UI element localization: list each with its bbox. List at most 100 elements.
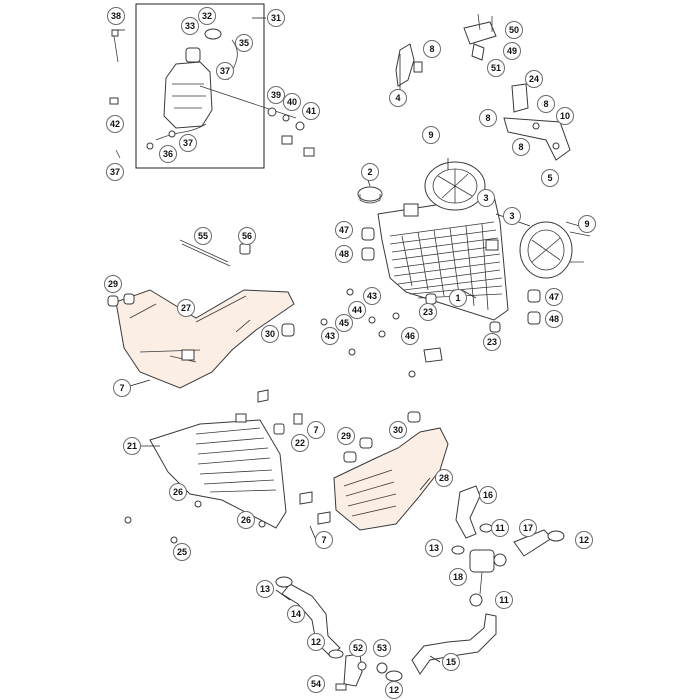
callout-21: 21 — [123, 437, 141, 455]
callout-13: 13 — [425, 539, 443, 557]
callout-label: 52 — [353, 643, 363, 653]
callout-46: 46 — [401, 327, 419, 345]
callout-circle — [283, 93, 301, 111]
callout-43: 43 — [321, 327, 339, 345]
inset-bolts — [109, 29, 121, 159]
callout-label: 25 — [177, 547, 187, 557]
callout-18: 18 — [449, 568, 467, 586]
radiator-cap — [357, 186, 383, 204]
callout-54: 54 — [307, 675, 325, 693]
callout-circle — [575, 531, 593, 549]
callout-label: 50 — [509, 25, 519, 35]
callout-circle — [491, 519, 509, 537]
callout-label: 23 — [423, 307, 433, 317]
mounting-bolt-set — [199, 85, 315, 157]
callout-label: 2 — [367, 167, 372, 177]
callout-8: 8 — [537, 95, 555, 113]
cable-tie-and-clip — [179, 239, 251, 267]
callout-label: 51 — [491, 63, 501, 73]
callout-circle — [106, 115, 124, 133]
callout-37: 37 — [106, 163, 124, 181]
callout-circle — [348, 301, 366, 319]
callout-circle — [423, 40, 441, 58]
callout-11: 11 — [491, 519, 509, 537]
radiator-small-parts — [320, 227, 541, 378]
callout-26: 26 — [169, 483, 187, 501]
callout-31: 31 — [267, 9, 285, 27]
callout-42: 42 — [106, 115, 124, 133]
callout-label: 17 — [523, 523, 533, 533]
callout-label: 46 — [405, 331, 415, 341]
callout-label: 47 — [339, 225, 349, 235]
callout-circle — [307, 675, 325, 693]
callout-circle — [238, 227, 256, 245]
callout-label: 15 — [446, 657, 456, 667]
callout-circle — [578, 215, 596, 233]
callout-47: 47 — [335, 221, 353, 239]
callout-22: 22 — [291, 434, 309, 452]
callout-32: 32 — [198, 7, 216, 25]
spoiler-left — [107, 289, 295, 389]
callout-8: 8 — [423, 40, 441, 58]
callout-circle — [363, 287, 381, 305]
callout-9: 9 — [578, 215, 596, 233]
callout-30: 30 — [389, 421, 407, 439]
callout-3: 3 — [477, 189, 495, 207]
callout-label: 23 — [487, 337, 497, 347]
callout-circle — [545, 288, 563, 306]
callout-label: 14 — [291, 609, 301, 619]
callout-15: 15 — [442, 653, 460, 671]
callout-28: 28 — [435, 469, 453, 487]
callout-circle — [487, 59, 505, 77]
callout-circle — [256, 580, 274, 598]
callout-38: 38 — [107, 7, 125, 25]
callout-label: 11 — [499, 595, 509, 605]
callout-circle — [435, 469, 453, 487]
callout-circle — [495, 591, 513, 609]
callout-45: 45 — [335, 314, 353, 332]
callout-label: 4 — [395, 93, 400, 103]
callout-circle — [449, 289, 467, 307]
bracket-group-top — [395, 13, 571, 161]
callout-7: 7 — [307, 421, 325, 439]
callout-2: 2 — [361, 163, 379, 181]
callout-circle — [159, 145, 177, 163]
callout-circle — [361, 163, 379, 181]
callout-circle — [235, 34, 253, 52]
callout-label: 32 — [202, 11, 212, 21]
callout-label: 1 — [455, 293, 460, 303]
coolant-hose-16 — [455, 485, 481, 539]
callout-circle — [389, 421, 407, 439]
callout-circle — [335, 221, 353, 239]
callout-circle — [267, 9, 285, 27]
callout-48: 48 — [335, 245, 353, 263]
callout-label: 8 — [485, 113, 490, 123]
callout-7: 7 — [315, 531, 333, 549]
callout-label: 18 — [453, 572, 463, 582]
callout-label: 12 — [389, 685, 399, 695]
callout-circle — [287, 605, 305, 623]
callout-label: 3 — [509, 211, 514, 221]
callout-circle — [307, 421, 325, 439]
callout-33: 33 — [181, 17, 199, 35]
callout-44: 44 — [348, 301, 366, 319]
callout-10: 10 — [556, 107, 574, 125]
callout-circle — [349, 639, 367, 657]
callout-label: 9 — [428, 130, 433, 140]
callout-23: 23 — [419, 303, 437, 321]
callout-circle — [302, 102, 320, 120]
callout-label: 47 — [549, 292, 559, 302]
callout-label: 13 — [429, 543, 439, 553]
callout-label: 7 — [119, 383, 124, 393]
callout-circle — [335, 245, 353, 263]
callout-label: 9 — [584, 219, 589, 229]
callout-14: 14 — [287, 605, 305, 623]
callout-53: 53 — [373, 639, 391, 657]
callout-label: 53 — [377, 643, 387, 653]
radiator-shroud — [124, 389, 303, 544]
callout-label: 7 — [321, 535, 326, 545]
callout-label: 8 — [543, 99, 548, 109]
callout-52: 52 — [349, 639, 367, 657]
callout-circle — [479, 109, 497, 127]
